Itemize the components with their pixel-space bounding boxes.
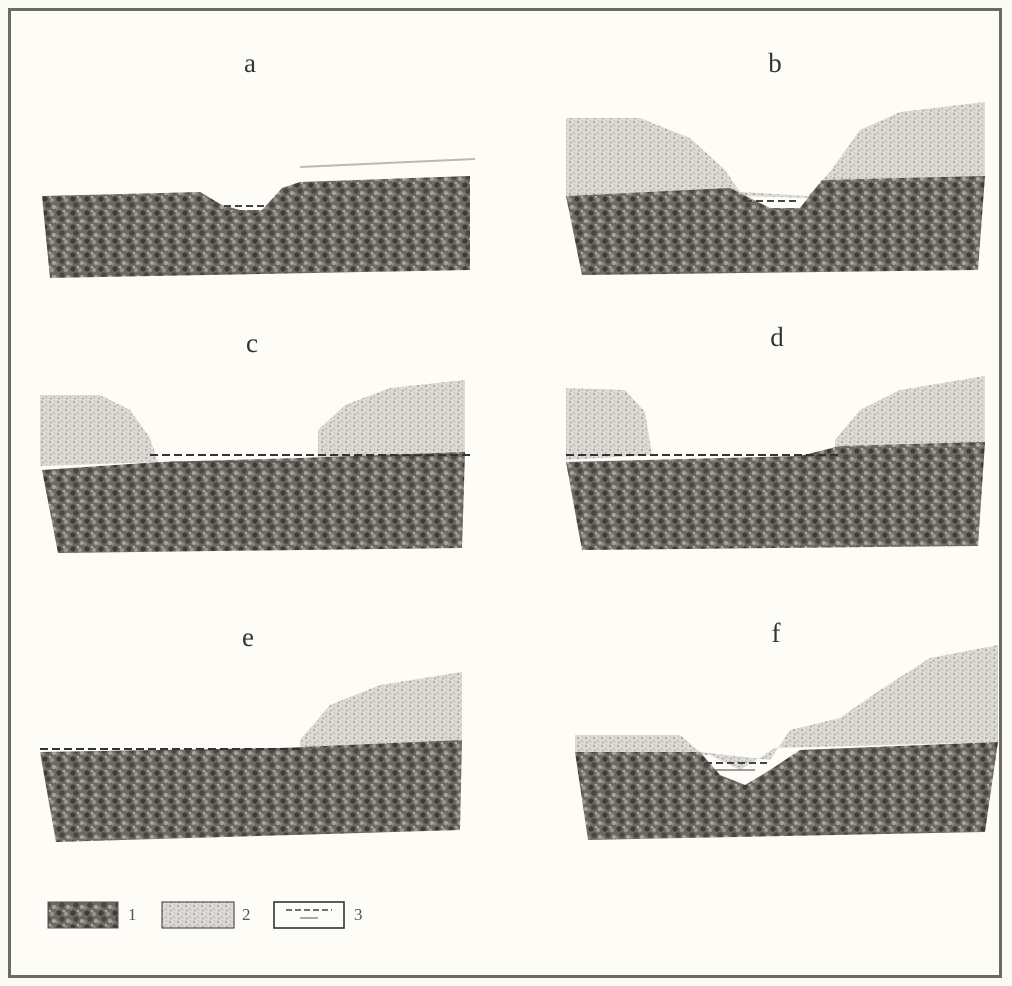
panel-b bbox=[566, 102, 985, 275]
panel-c-sand-layer-right bbox=[318, 380, 465, 460]
panel-label-c: c bbox=[232, 328, 272, 359]
panel-c-gravel-layer bbox=[42, 452, 465, 553]
panel-f-gravel-layer bbox=[575, 742, 998, 840]
panel-e bbox=[40, 672, 462, 842]
panel-label-b: b bbox=[755, 48, 795, 79]
legend-num-3: 3 bbox=[354, 905, 363, 925]
panel-a-gravel-layer bbox=[42, 176, 470, 278]
panel-d bbox=[566, 376, 985, 550]
panel-c-sand-layer bbox=[40, 395, 158, 466]
panel-f bbox=[575, 645, 998, 840]
legend-num-1: 1 bbox=[128, 905, 137, 925]
legend-swatch-gravel bbox=[48, 902, 118, 928]
panel-label-a: a bbox=[230, 48, 270, 79]
panel-c bbox=[40, 380, 470, 553]
panel-d-sand-layer-right bbox=[835, 376, 985, 452]
legend-swatch-sand bbox=[162, 902, 234, 928]
legend-swatch-water bbox=[274, 902, 344, 928]
panel-label-e: e bbox=[228, 622, 268, 653]
panel-d-gravel-layer bbox=[566, 442, 985, 550]
panel-a-surface-line bbox=[300, 159, 475, 167]
panel-label-d: d bbox=[757, 322, 797, 353]
panel-e-gravel-layer bbox=[40, 740, 462, 842]
legend-num-2: 2 bbox=[242, 905, 251, 925]
panel-a bbox=[42, 159, 475, 278]
panel-e-sand-layer bbox=[300, 672, 462, 748]
legend bbox=[48, 902, 344, 928]
panel-d-sand-layer bbox=[566, 388, 652, 460]
panel-label-f: f bbox=[756, 618, 796, 649]
